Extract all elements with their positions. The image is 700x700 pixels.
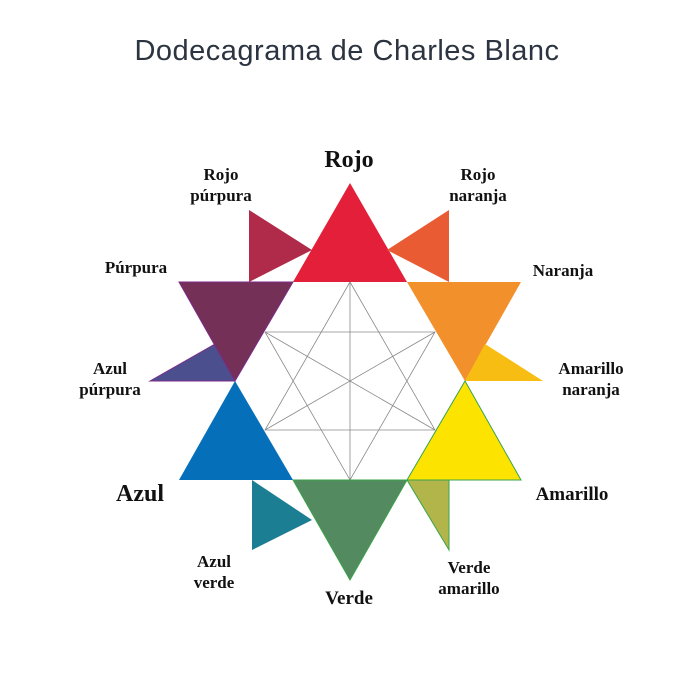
color-petals xyxy=(148,183,543,582)
label-naranja: Naranja xyxy=(533,261,594,280)
label-amarillo-naranja: Amarillo naranja xyxy=(558,359,623,399)
petal-verde-amarillo xyxy=(406,479,450,552)
label-line: púrpura xyxy=(190,186,252,205)
guide-line xyxy=(264,331,436,431)
label-line: naranja xyxy=(562,380,620,399)
label-line: Azul xyxy=(93,359,127,378)
petal-azul-verde xyxy=(252,480,312,550)
label-line: Verde xyxy=(448,558,491,577)
label-line: Naranja xyxy=(533,261,594,280)
petal-azul xyxy=(179,381,293,480)
petal-rojo xyxy=(293,183,407,282)
petal-naranja xyxy=(407,282,521,381)
label-line: verde xyxy=(194,573,235,592)
guide-triangle-up xyxy=(264,281,436,431)
label-rojo-purpura: Rojo púrpura xyxy=(190,165,252,205)
label-rojo: Rojo xyxy=(324,147,373,173)
label-azul-purpura: Azul púrpura xyxy=(79,359,141,399)
label-line: Rojo xyxy=(204,165,239,184)
label-line: Amarillo xyxy=(536,484,609,505)
petal-verde xyxy=(292,479,408,582)
label-line: naranja xyxy=(449,186,507,205)
label-amarillo: Amarillo xyxy=(536,484,609,505)
label-line: Rojo xyxy=(461,165,496,184)
label-rojo-naranja: Rojo naranja xyxy=(449,165,507,205)
petal-rojo-naranja xyxy=(387,210,449,282)
label-verde-amarillo: Verde amarillo xyxy=(438,558,499,598)
label-azul: Azul xyxy=(116,481,164,507)
petal-rojo-purpura xyxy=(249,210,312,282)
central-hexagon xyxy=(235,281,465,481)
label-line: amarillo xyxy=(438,579,499,598)
label-azul-verde: Azul verde xyxy=(194,552,235,592)
label-line: Azul xyxy=(197,552,231,571)
label-line: Verde xyxy=(325,588,373,609)
label-verde: Verde xyxy=(325,588,373,609)
label-purpura: Púrpura xyxy=(105,258,168,277)
guide-triangle-down xyxy=(264,331,436,481)
label-line: Rojo xyxy=(324,147,373,173)
diagram-title: Dodecagrama de Charles Blanc xyxy=(134,35,559,67)
label-line: Azul xyxy=(116,481,164,507)
label-line: Amarillo xyxy=(558,359,623,378)
petal-amarillo xyxy=(406,379,522,481)
petal-amarillo-naranja xyxy=(465,344,543,381)
label-line: Púrpura xyxy=(105,258,168,277)
petal-purpura xyxy=(178,281,294,383)
label-line: púrpura xyxy=(79,380,141,399)
